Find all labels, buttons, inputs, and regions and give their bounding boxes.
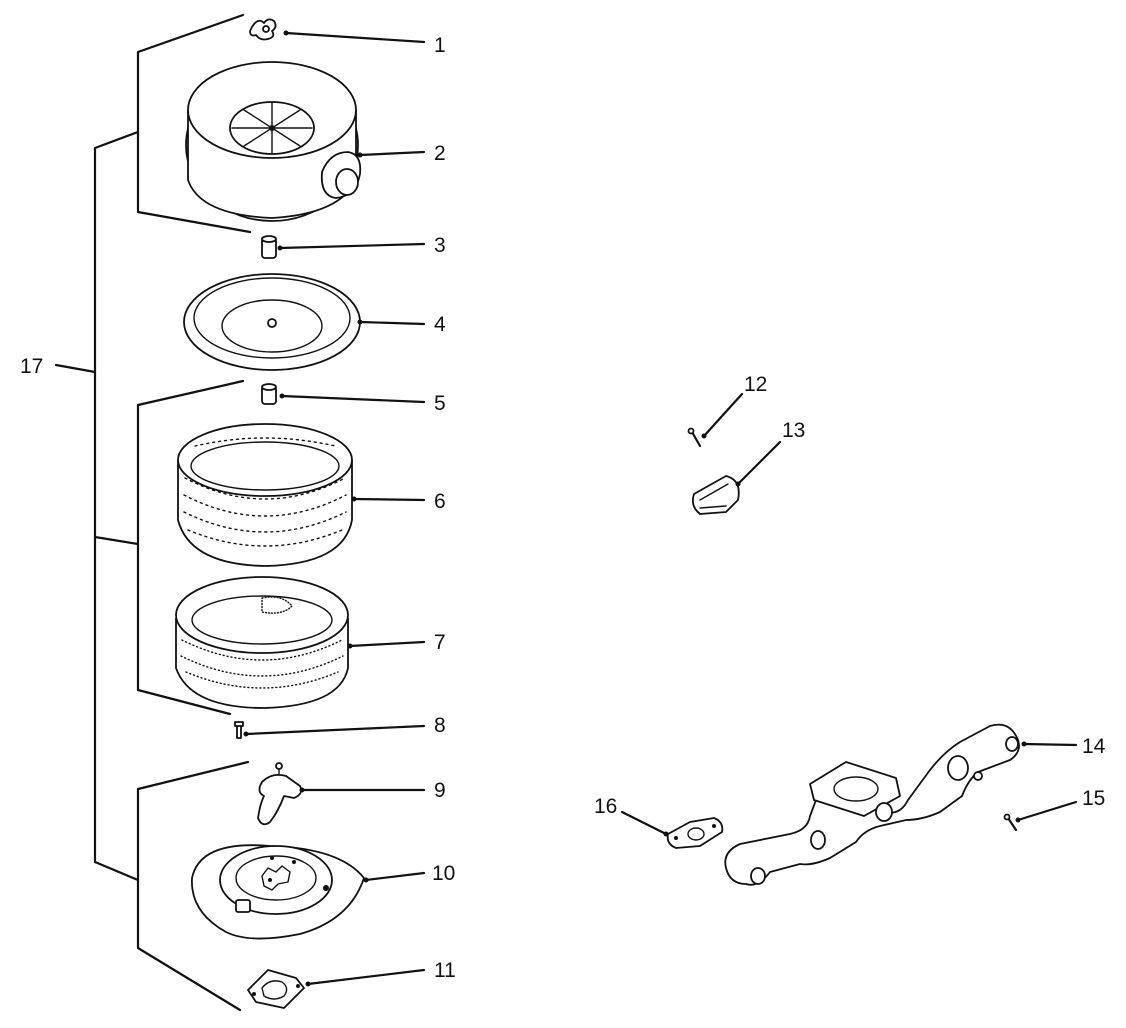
callout-11: 11 <box>434 959 456 982</box>
callout-4: 4 <box>434 313 446 336</box>
callout-5: 5 <box>434 392 446 415</box>
intake-manifold-icon <box>724 723 1020 886</box>
callout-8: 8 <box>434 714 446 737</box>
elbow-icon <box>691 475 740 515</box>
callout-10: 10 <box>432 862 456 885</box>
paper-filter-element-icon <box>175 576 349 709</box>
air-cleaner-cover-icon <box>185 61 362 222</box>
gasket-icon <box>247 969 305 1009</box>
callout-12: 12 <box>744 373 768 396</box>
callout-2: 2 <box>434 142 446 165</box>
bracket-icon <box>257 762 303 826</box>
wing-nut-icon <box>249 18 277 41</box>
assembly-bracket-17 <box>54 130 140 882</box>
callout-3: 3 <box>434 234 446 257</box>
sub-bracket-bottom <box>136 760 250 1012</box>
spacer-icon <box>261 235 277 259</box>
leader-lines <box>243 30 1078 987</box>
screw-icon <box>1003 813 1018 832</box>
callout-6: 6 <box>434 490 446 513</box>
sub-bracket-middle <box>136 379 245 716</box>
spacer-icon <box>261 383 277 405</box>
callout-14: 14 <box>1082 735 1106 758</box>
sub-bracket-top <box>136 13 252 234</box>
callout-7: 7 <box>434 631 446 654</box>
manifold-gasket-icon <box>666 817 724 849</box>
screw-icon <box>687 427 702 448</box>
air-cleaner-base-icon <box>191 844 365 940</box>
foam-precleaner-icon <box>177 423 353 567</box>
callout-1: 1 <box>434 34 446 57</box>
filter-cover-plate-icon <box>183 273 361 371</box>
callout-17: 17 <box>20 355 44 378</box>
callout-9: 9 <box>434 779 446 802</box>
callout-15: 15 <box>1082 787 1106 810</box>
callout-16: 16 <box>594 795 618 818</box>
stud-screw-icon <box>234 721 244 739</box>
callout-13: 13 <box>782 419 806 442</box>
